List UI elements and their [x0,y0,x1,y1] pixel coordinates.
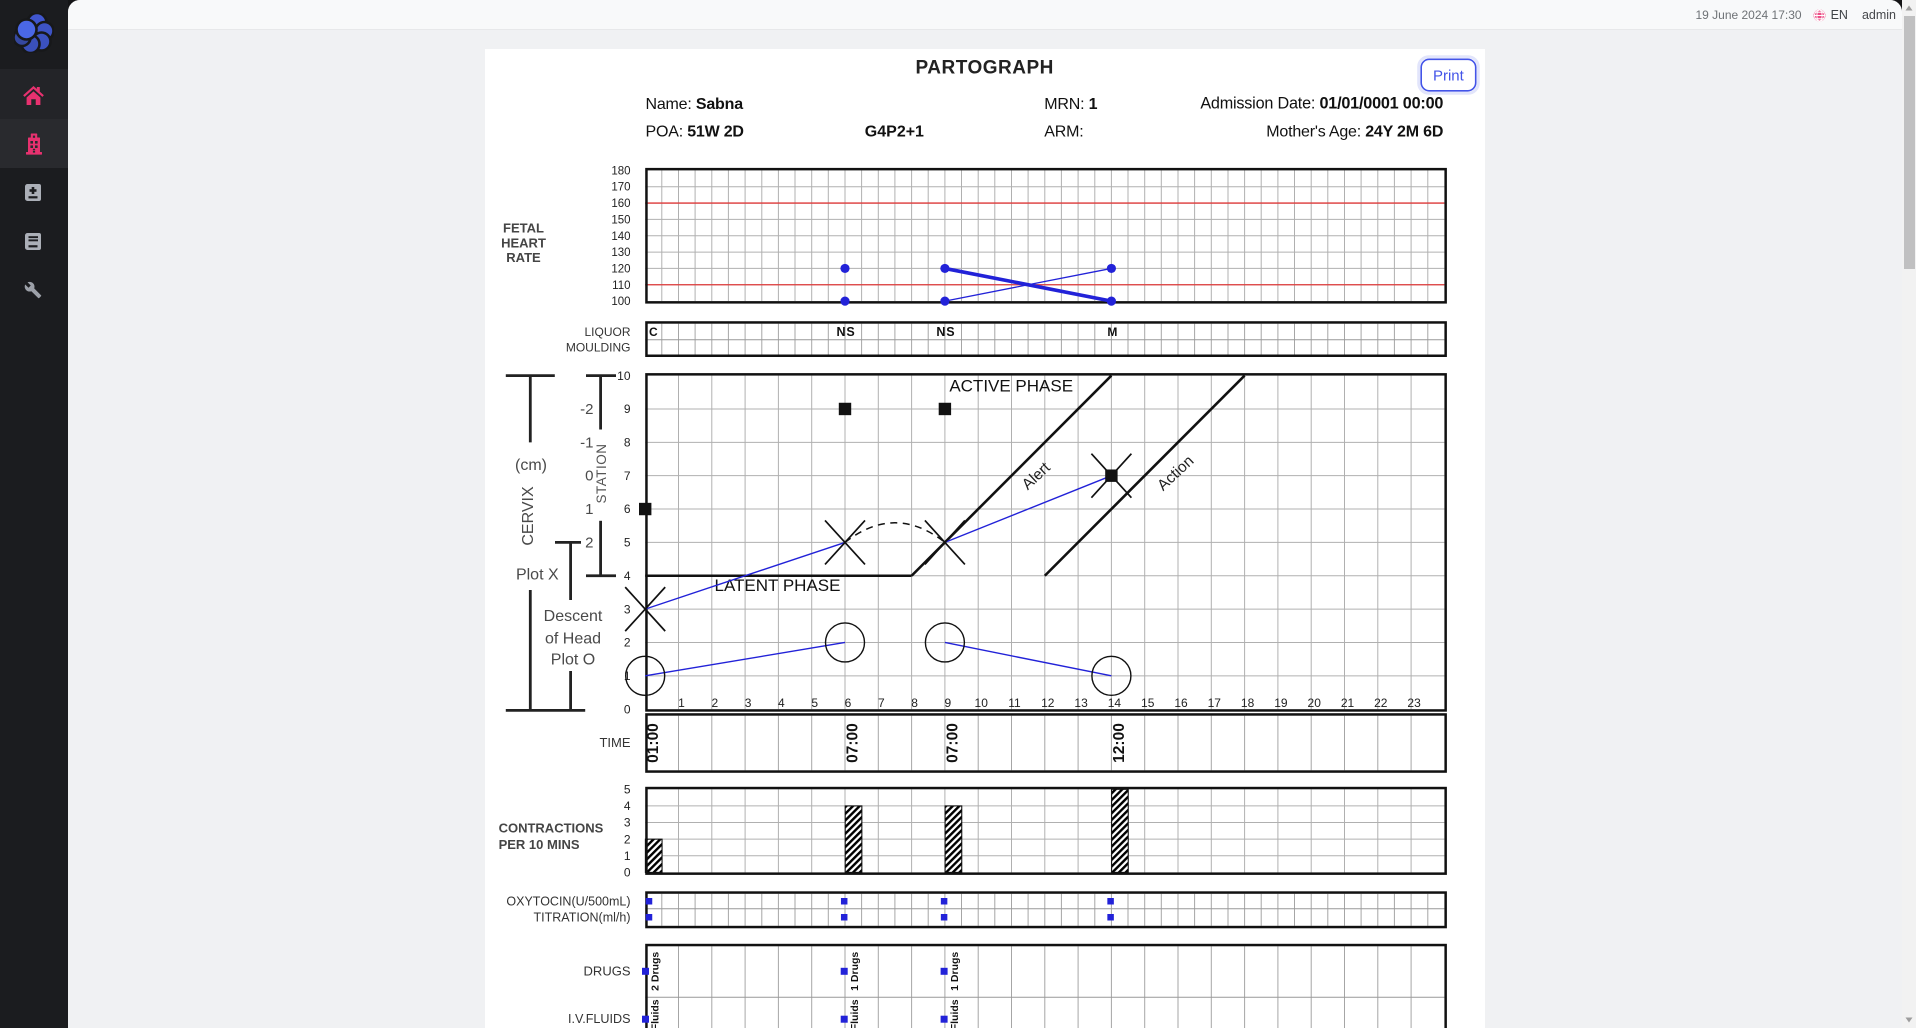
svg-text:8: 8 [624,436,631,450]
svg-text:4: 4 [778,696,785,710]
svg-text:0: 0 [585,468,593,485]
svg-text:STATION: STATION [594,444,609,504]
svg-text:140: 140 [611,231,630,243]
svg-text:2: 2 [585,534,593,551]
svg-text:CONTRACTIONS: CONTRACTIONS [499,821,604,836]
svg-text:ARM:: ARM: [1044,124,1083,141]
svg-text:20: 20 [1308,696,1322,710]
svg-text:Print: Print [1433,67,1465,84]
svg-text:LATENT PHASE: LATENT PHASE [715,576,841,595]
svg-text:11: 11 [1008,696,1021,710]
svg-text:1: 1 [624,849,631,863]
svg-text:17: 17 [1208,696,1222,710]
svg-text:10: 10 [617,369,631,383]
svg-text:(cm): (cm) [515,457,547,474]
svg-text:FETAL: FETAL [503,221,544,236]
svg-text:0: 0 [624,702,631,716]
svg-text:MRN: 1: MRN: 1 [1044,96,1097,113]
svg-text:150: 150 [611,214,630,226]
svg-text:5: 5 [811,696,818,710]
svg-text:3: 3 [624,816,631,830]
svg-text:5: 5 [624,783,631,797]
svg-text:1 Drugs: 1 Drugs [849,952,861,991]
svg-text:18: 18 [1241,696,1255,710]
svg-text:13: 13 [1074,696,1088,710]
svg-text:PARTOGRAPH: PARTOGRAPH [916,58,1054,79]
svg-text:6: 6 [624,502,631,516]
svg-text:POA: 51W 2D: POA: 51W 2D [646,124,744,141]
svg-text:110: 110 [612,280,630,292]
svg-text:19: 19 [1274,696,1288,710]
svg-text:Descent: Descent [544,608,603,625]
svg-text:1: 1 [624,669,631,683]
svg-text:21: 21 [1341,696,1355,710]
svg-text:2: 2 [711,696,718,710]
svg-text:PER 10 MINS: PER 10 MINS [499,837,580,852]
svg-text:8: 8 [911,696,918,710]
svg-text:9: 9 [624,402,631,416]
svg-text:TIME: TIME [599,735,630,750]
svg-text:1: 1 [678,696,685,710]
svg-text:NS: NS [936,325,955,339]
svg-text:4: 4 [624,799,631,813]
svg-text:of Head: of Head [545,631,601,648]
svg-text:100: 100 [611,296,630,308]
svg-text:Admission Date: 01/01/0001 00:: Admission Date: 01/01/0001 00:00 [1200,94,1443,112]
svg-text:3: 3 [745,696,752,710]
svg-text:2 Drugs: 2 Drugs [649,952,661,991]
svg-text:14: 14 [1108,696,1122,710]
svg-text:Name: Sabna: Name: Sabna [646,96,744,113]
svg-text:HEART: HEART [501,236,546,251]
svg-text:9: 9 [945,696,952,710]
svg-text:180: 180 [611,165,630,177]
svg-text:12: 12 [1041,696,1055,710]
svg-text:12:00: 12:00 [1111,723,1128,763]
svg-text:MOULDING: MOULDING [566,340,631,354]
svg-text:Mother's Age: 24Y 2M 6D: Mother's Age: 24Y 2M 6D [1266,124,1443,141]
svg-text:I.V.FLUIDS: I.V.FLUIDS [568,1012,631,1026]
svg-text:6: 6 [845,696,852,710]
svg-text:RATE: RATE [506,250,541,265]
svg-text:170: 170 [611,182,630,194]
svg-text:OXYTOCIN(U/500mL): OXYTOCIN(U/500mL) [506,894,630,908]
svg-text:10: 10 [975,696,989,710]
svg-text:2: 2 [624,832,631,846]
svg-text:-1: -1 [580,434,593,451]
svg-text:-2: -2 [580,401,593,418]
svg-text:7: 7 [624,469,631,483]
svg-text:M: M [1107,325,1117,339]
svg-text:1 Fluids: 1 Fluids [949,999,961,1028]
svg-text:4: 4 [624,569,631,583]
svg-text:15: 15 [1141,696,1155,710]
svg-text:3: 3 [624,602,631,616]
svg-text:2 Fluids: 2 Fluids [649,999,661,1028]
svg-text:22: 22 [1374,696,1388,710]
svg-text:16: 16 [1174,696,1188,710]
svg-text:1 Drugs: 1 Drugs [949,952,961,991]
svg-text:Plot O: Plot O [551,652,595,669]
svg-text:07:00: 07:00 [945,723,962,763]
svg-text:7: 7 [878,696,885,710]
svg-text:23: 23 [1407,696,1421,710]
svg-text:2: 2 [624,636,631,650]
svg-text:DRUGS: DRUGS [584,963,631,978]
svg-text:120: 120 [611,263,630,275]
svg-text:CERVIX: CERVIX [520,486,537,546]
svg-text:C: C [649,325,658,339]
svg-text:160: 160 [611,198,630,210]
svg-text:01:00: 01:00 [645,723,662,763]
svg-text:0: 0 [624,866,631,880]
svg-text:5: 5 [624,536,631,550]
svg-text:07:00: 07:00 [845,723,862,763]
svg-text:Plot X: Plot X [516,567,559,584]
svg-text:LIQUOR: LIQUOR [584,325,630,339]
svg-text:G4P2+1: G4P2+1 [865,124,924,141]
svg-text:1: 1 [585,501,593,518]
svg-text:130: 130 [611,247,630,259]
svg-text:TITRATION(ml/h): TITRATION(ml/h) [534,910,631,924]
svg-text:NS: NS [837,325,856,339]
svg-text:1 Fluids: 1 Fluids [849,999,861,1028]
svg-text:ACTIVE PHASE: ACTIVE PHASE [949,376,1073,395]
